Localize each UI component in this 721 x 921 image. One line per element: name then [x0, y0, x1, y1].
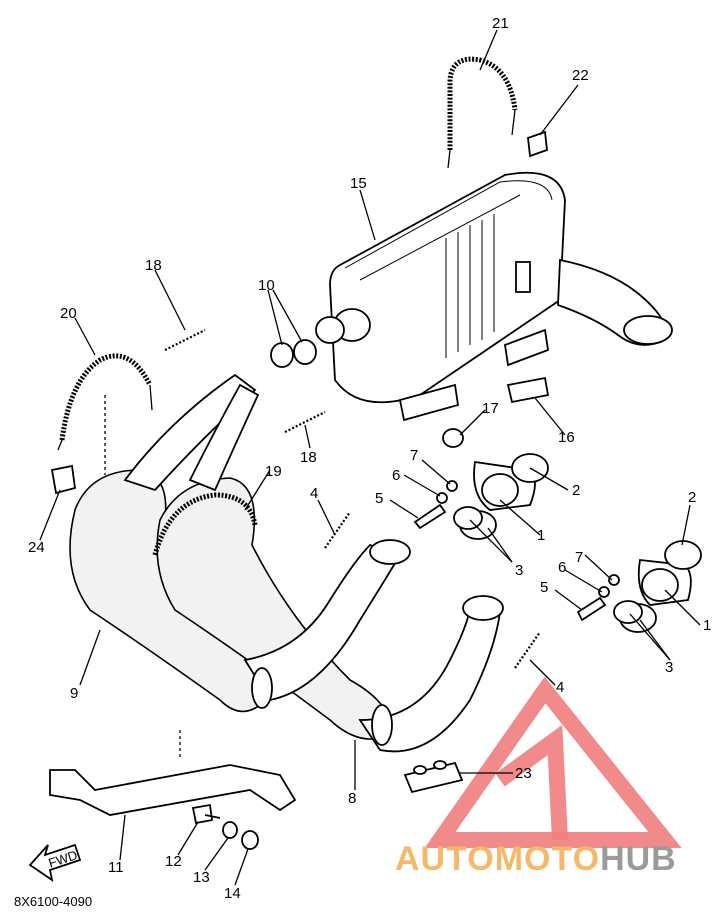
spring-4-upper [324, 511, 351, 549]
pipe-spring-19 [152, 492, 258, 556]
bracket-11 [49, 764, 297, 816]
bracket-24 [50, 464, 76, 495]
muffler [315, 171, 673, 422]
label-24: 24 [28, 539, 45, 556]
label-19: 19 [265, 463, 282, 480]
label-17: 17 [482, 400, 499, 417]
watermark-logo [424, 676, 682, 848]
label-4-upper: 4 [310, 485, 318, 502]
label-6-upper: 6 [392, 467, 400, 484]
callout-labels: 21 22 15 10 18 20 17 16 18 19 24 4 5 6 7… [28, 15, 711, 902]
label-9: 9 [70, 685, 78, 702]
label-8: 8 [348, 790, 356, 807]
damper-16 [506, 376, 550, 404]
watermark-wordmark: AUTOMOTOHUB [395, 840, 677, 878]
spring-18-upper [164, 329, 206, 351]
exhaust-port-flange-upper [413, 453, 549, 540]
bolt-12 [191, 803, 221, 825]
leader-lines [39, 29, 701, 886]
exhaust-pipe-assembly [69, 373, 504, 753]
label-20: 20 [60, 305, 77, 322]
label-22: 22 [572, 67, 589, 84]
exhaust-port-flange-lower [576, 540, 702, 633]
label-18-lower: 18 [300, 449, 317, 466]
label-21: 21 [492, 15, 509, 32]
watermark-inner-mark-icon [495, 724, 568, 841]
label-6-lower: 6 [558, 559, 566, 576]
fwd-arrow-icon: FWD [28, 843, 82, 882]
pipe-spring-left [59, 353, 153, 441]
hanger-bracket [527, 130, 548, 158]
label-3-lower: 3 [665, 659, 673, 676]
label-1-lower: 1 [703, 617, 711, 634]
label-5-upper: 5 [375, 490, 383, 507]
label-15: 15 [350, 175, 367, 192]
label-14: 14 [224, 885, 241, 902]
gasket-10b [293, 339, 317, 365]
fwd-arrow-label: FWD [46, 847, 79, 870]
spring-18-lower [284, 411, 326, 433]
spring-4-lower [514, 631, 541, 669]
watermark-word-part2: HUB [600, 840, 677, 878]
label-4-lower: 4 [556, 679, 564, 696]
label-5-lower: 5 [540, 579, 548, 596]
damper-23 [403, 761, 464, 794]
label-10: 10 [258, 277, 275, 294]
gasket-10a [270, 342, 294, 368]
muffler-hanger-spring [447, 56, 518, 150]
label-13: 13 [193, 869, 210, 886]
label-3-upper: 3 [515, 562, 523, 579]
label-18-upper: 18 [145, 257, 162, 274]
label-1-upper: 1 [537, 527, 545, 544]
label-7-lower: 7 [575, 549, 583, 566]
label-2-lower: 2 [688, 489, 696, 506]
washer-14 [241, 830, 259, 850]
washer-13 [222, 821, 238, 839]
label-2-upper: 2 [572, 482, 580, 499]
label-11: 11 [108, 859, 124, 876]
watermark-word-part1: AUTOMOTO [395, 840, 600, 878]
reference-code: 8X6100-4090 [14, 894, 92, 909]
label-12: 12 [165, 853, 182, 870]
cap-17 [442, 428, 464, 448]
label-16: 16 [558, 429, 575, 446]
label-23: 23 [515, 765, 532, 782]
label-7-upper: 7 [410, 447, 418, 464]
